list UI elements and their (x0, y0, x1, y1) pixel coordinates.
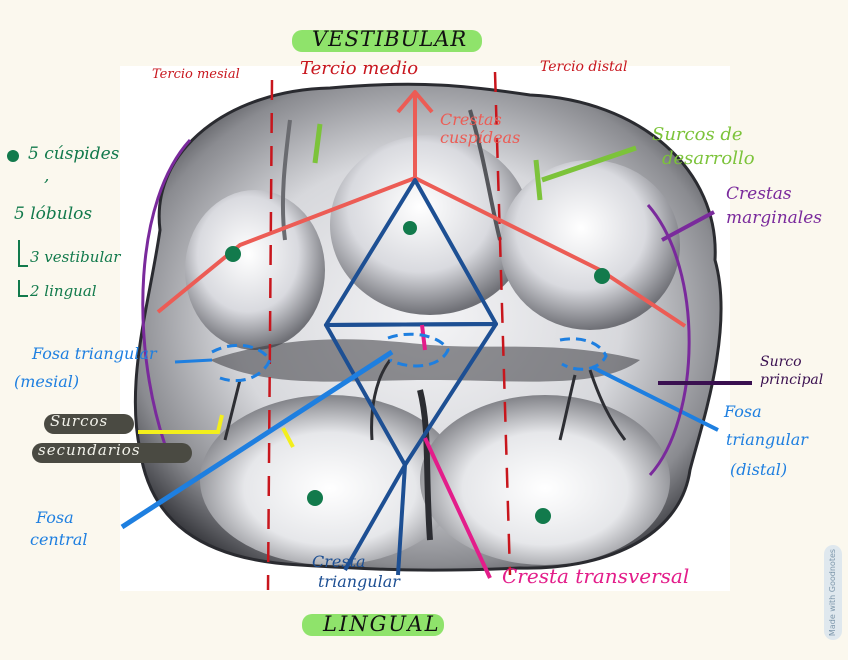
label-central-fossa-line2: central (30, 530, 88, 549)
secondary-groove-1 (223, 379, 242, 441)
cusp-dot-distobuccal (403, 221, 417, 235)
secondary-grooves-highlight-2 (32, 443, 192, 463)
distal-fossa-pointer (591, 365, 719, 432)
mesial-fossa-pointer (174, 358, 213, 364)
secondary-groove-4 (558, 374, 577, 441)
central-fossa-outline (387, 332, 450, 368)
lobes-bracket (18, 240, 28, 297)
third-mesial-label: Tercio mesial (152, 67, 240, 82)
cusp-mesiolingual (200, 395, 460, 565)
label-marginal-ridges-line2: marginales (726, 208, 823, 228)
label-distal-fossa-line3: (distal) (730, 460, 788, 479)
secondary-groove-2 (370, 359, 392, 441)
divider-mesial (266, 79, 274, 591)
cusp-mesiobuccal (185, 190, 325, 350)
cusp-dot-distolingual (535, 508, 551, 524)
heading-top-highlight (292, 30, 482, 52)
development-groove-mark-1 (312, 123, 323, 164)
development-groove-pointer (541, 145, 637, 183)
label-principal-groove-line2: principal (760, 372, 824, 388)
triangular-ridge-pointer-1 (343, 464, 407, 571)
divider-distal (493, 71, 512, 576)
groove-shadow (210, 339, 640, 382)
label-secondary-grooves-line2: secundarios (38, 441, 141, 459)
third-distal-label: Tercio distal (540, 59, 628, 75)
goodnotes-watermark: Made with Goodnotes (824, 545, 842, 640)
note-lingual: 2 lingual (30, 282, 97, 300)
label-distal-fossa-line1: Fosa (724, 402, 762, 421)
label-development-grooves-line1: Surcos de (652, 124, 743, 145)
central-fossa-pointer (120, 349, 394, 530)
cusp-ridge-arrow-head (396, 90, 434, 114)
cusp-dot-mesiolingual (307, 490, 323, 506)
cusp-dot-mesiobuccal (225, 246, 241, 262)
development-groove-mark-2 (533, 159, 543, 201)
heading-vestibular: VESTIBULAR (312, 27, 468, 51)
secondary-groove-mark (281, 427, 295, 448)
label-central-fossa-line1: Fosa (36, 508, 74, 527)
label-crestas-cuspideas-line2: cuspídeas (440, 128, 521, 147)
label-marginal-ridges-line1: Crestas (726, 184, 792, 204)
cusp-distal (500, 160, 680, 330)
note-cusps: 5 cúspides (28, 144, 120, 164)
label-triangular-ridge-line1: Cresta (312, 552, 366, 571)
marginal-ridge-distal (646, 204, 691, 477)
distal-fossa-outline (559, 337, 608, 371)
molar-tooth (133, 82, 723, 572)
note-vestibular: 3 vestibular (30, 248, 121, 266)
triangular-ridge-lower (324, 322, 498, 467)
label-mesial-fossa-line2: (mesial) (14, 372, 80, 391)
marginal-ridge-mesial (141, 138, 192, 446)
cusp-distolingual (420, 395, 670, 565)
heading-lingual: LINGUAL (323, 612, 441, 636)
transversal-ridge-line (420, 324, 427, 351)
watermark-text: Made with Goodnotes (828, 548, 838, 637)
heading-bottom-highlight (302, 614, 444, 636)
label-transversal-ridge: Cresta transversal (502, 564, 690, 588)
cusps-bullet (7, 150, 19, 162)
secondary-grooves-highlight-1 (44, 414, 134, 434)
label-development-grooves-line2: desarrollo (662, 148, 755, 169)
secondary-groove-3 (588, 369, 627, 441)
label-principal-groove-line1: Surco (760, 354, 802, 370)
label-crestas-cuspideas-line1: Crestas (440, 110, 502, 129)
lingual-groove (417, 389, 433, 541)
transversal-ridge-pointer (423, 437, 492, 579)
label-mesial-fossa-line1: Fosa triangular (32, 344, 157, 363)
note-comma: , (44, 166, 50, 186)
cusp-dot-distal (594, 268, 610, 284)
label-triangular-ridge-line2: triangular (318, 572, 400, 591)
label-secondary-grooves-line1: Surcos (50, 412, 109, 430)
triangular-ridge-pointer-2 (396, 464, 407, 576)
marginal-ridge-pointer (661, 210, 715, 242)
cusp-distobuccal (330, 135, 530, 315)
note-lobes: 5 lóbulos (14, 204, 93, 224)
label-distal-fossa-line2: triangular (726, 430, 808, 449)
buccal-groove (468, 109, 502, 241)
third-middle-label: Tercio medio (300, 58, 419, 79)
secondary-groove-bracket (138, 414, 224, 434)
mesial-fossa-outline (211, 343, 272, 383)
